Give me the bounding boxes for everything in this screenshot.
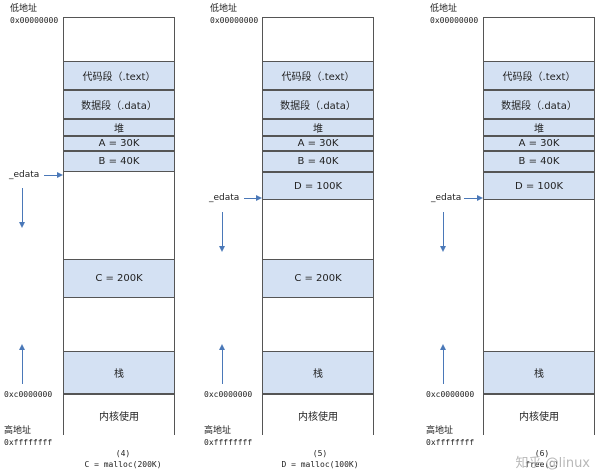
segment-b: B = 40K bbox=[263, 151, 373, 172]
segment-c: C = 200K bbox=[64, 259, 174, 298]
stack-grow-up-arrow bbox=[440, 344, 446, 384]
segment-heap: 堆 bbox=[64, 119, 174, 136]
caption-code: free(C) bbox=[525, 460, 559, 469]
stack-grow-up-arrow bbox=[19, 344, 25, 384]
heap-grow-down-arrow bbox=[219, 212, 225, 252]
edata-pointer-arrow bbox=[244, 195, 262, 201]
low-address-hex: 0x00000000 bbox=[430, 16, 479, 25]
segment-b: B = 40K bbox=[64, 151, 174, 172]
watermark: 知乎 @linux bbox=[515, 456, 590, 471]
high-address-label: 高地址 bbox=[4, 426, 32, 436]
segment-stack: 栈 bbox=[64, 351, 174, 394]
memory-column: 代码段（.text） 数据段（.data） 堆 A = 30K B = 40K … bbox=[483, 17, 595, 435]
heap-grow-down-arrow bbox=[19, 188, 25, 228]
segment-kernel: 内核使用 bbox=[64, 394, 174, 435]
caption-code: D = malloc(100K) bbox=[281, 460, 359, 469]
edata-pointer-arrow bbox=[44, 172, 63, 178]
segment-heap: 堆 bbox=[484, 119, 594, 136]
caption-number: (4) bbox=[115, 449, 131, 458]
memory-column: 代码段（.text） 数据段（.data） 堆 A = 30K B = 40K … bbox=[262, 17, 374, 435]
kernel-boundary-hex: 0xc0000000 bbox=[4, 390, 53, 399]
memory-panel-6: 低地址 0x00000000 代码段（.text） 数据段（.data） 堆 A… bbox=[400, 0, 600, 475]
segment-kernel: 内核使用 bbox=[263, 394, 373, 435]
segment-text: 代码段（.text） bbox=[484, 61, 594, 90]
edata-label: _edata bbox=[209, 193, 240, 203]
segment-a: A = 30K bbox=[64, 136, 174, 151]
high-address-label: 高地址 bbox=[426, 426, 454, 436]
segment-b: B = 40K bbox=[484, 151, 594, 172]
segment-stack: 栈 bbox=[263, 351, 373, 394]
low-address-hex: 0x00000000 bbox=[210, 16, 259, 25]
segment-kernel: 内核使用 bbox=[484, 394, 594, 435]
segment-a: A = 30K bbox=[484, 136, 594, 151]
memory-panel-5: 低地址 0x00000000 代码段（.text） 数据段（.data） 堆 A… bbox=[200, 0, 400, 475]
heap-grow-down-arrow bbox=[440, 212, 446, 252]
segment-c: C = 200K bbox=[263, 259, 373, 298]
low-address-label: 低地址 bbox=[430, 4, 458, 14]
caption-number: (5) bbox=[312, 449, 328, 458]
kernel-boundary-hex: 0xc0000000 bbox=[204, 390, 253, 399]
segment-d: D = 100K bbox=[263, 172, 373, 200]
segment-a: A = 30K bbox=[263, 136, 373, 151]
segment-data: 数据段（.data） bbox=[484, 90, 594, 119]
segment-text: 代码段（.text） bbox=[263, 61, 373, 90]
low-address-label: 低地址 bbox=[210, 4, 238, 14]
memory-panel-4: 低地址 0x00000000 代码段（.text） 数据段（.data） 堆 A… bbox=[0, 0, 200, 475]
high-address-hex: 0xffffffff bbox=[426, 438, 475, 447]
edata-label: _edata bbox=[431, 193, 462, 203]
segment-heap: 堆 bbox=[263, 119, 373, 136]
segment-d: D = 100K bbox=[484, 172, 594, 200]
caption-code: C = malloc(200K) bbox=[84, 460, 162, 469]
segment-data: 数据段（.data） bbox=[263, 90, 373, 119]
segment-text: 代码段（.text） bbox=[64, 61, 174, 90]
stack-grow-up-arrow bbox=[219, 344, 225, 384]
edata-pointer-arrow bbox=[464, 195, 483, 201]
segment-stack: 栈 bbox=[484, 351, 594, 394]
low-address-hex: 0x00000000 bbox=[10, 16, 59, 25]
high-address-label: 高地址 bbox=[204, 426, 232, 436]
caption-number: (6) bbox=[534, 449, 550, 458]
segment-data: 数据段（.data） bbox=[64, 90, 174, 119]
kernel-boundary-hex: 0xc0000000 bbox=[426, 390, 475, 399]
edata-label: _edata bbox=[9, 170, 40, 180]
high-address-hex: 0xffffffff bbox=[4, 438, 53, 447]
low-address-label: 低地址 bbox=[10, 4, 38, 14]
high-address-hex: 0xffffffff bbox=[204, 438, 253, 447]
memory-column: 代码段（.text） 数据段（.data） 堆 A = 30K B = 40K … bbox=[63, 17, 175, 435]
